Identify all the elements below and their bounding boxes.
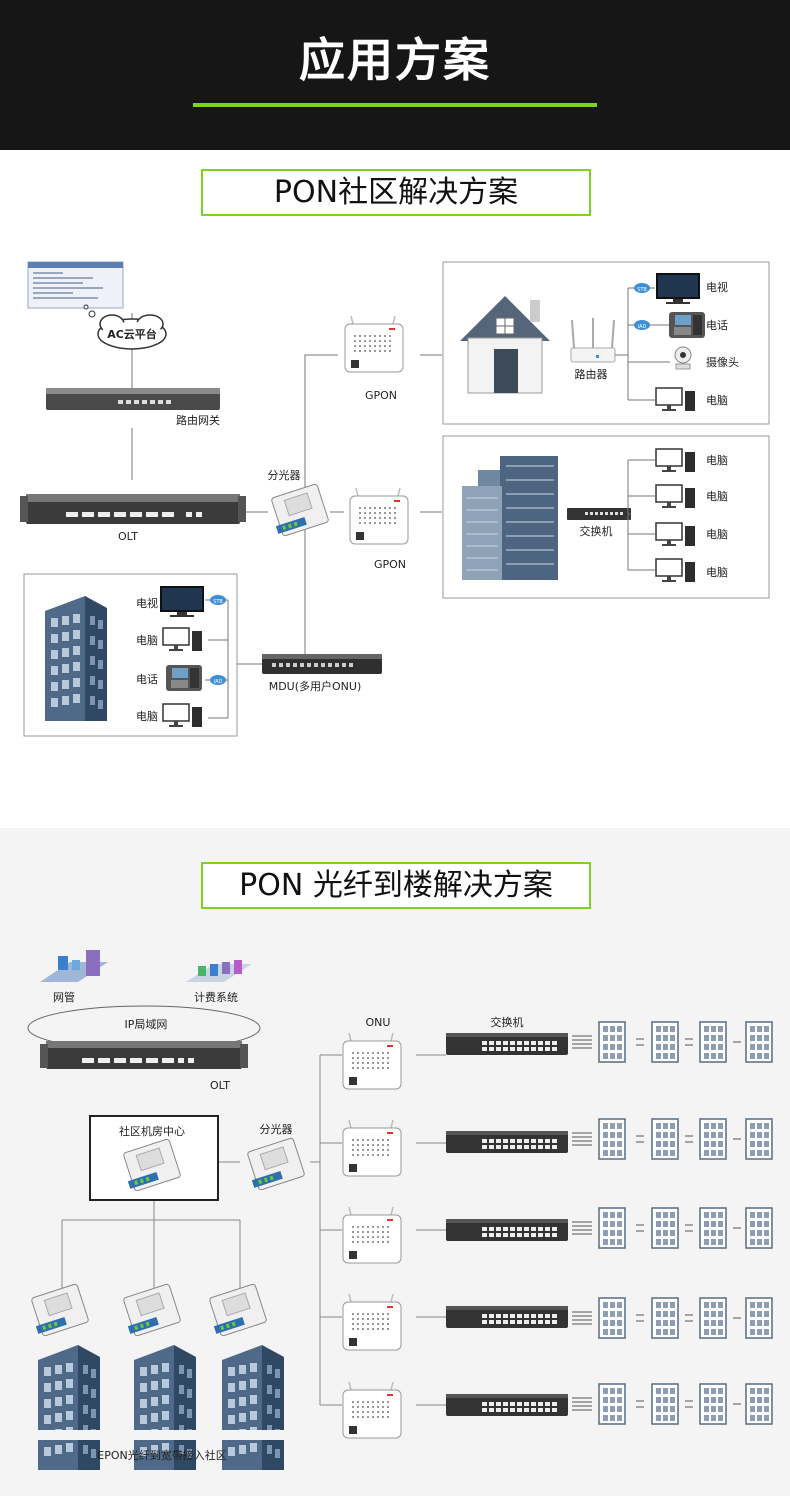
tower-building-icon [222,1345,284,1470]
tower-device-pc2: 电脑 [136,710,158,723]
office-building-icon [462,456,558,580]
switch-device [446,1131,568,1153]
tower-iad-tag: IAD [214,679,223,685]
section2-diagram: 网管 计费系统 IP局域网 OLT 社区机房中心 [0,950,790,1470]
community-center-label: 社区机房中心 [119,1124,185,1138]
house-icon [460,296,550,394]
onu-device [342,1293,402,1351]
community-center-box: 社区机房中心 [89,1115,219,1201]
bottom-caption: EPON光纤到宽带接入社区 [97,1448,226,1462]
ac-cloud-platform: AC云平台 [27,261,167,350]
router-gateway-label: 路由网关 [176,413,220,427]
network-management-icon: 网管 [40,950,108,1004]
billing-system-icon: 计费系统 [186,960,252,1004]
office-device-4: 电脑 [706,566,728,579]
tower-device-pc: 电脑 [136,634,158,647]
home-device-tv: 电视 [706,280,728,294]
tower-building-icon [45,596,107,721]
phone-icon [669,312,705,338]
page-header: 应用方案 [0,0,790,150]
building-row [572,1022,772,1062]
home-router-label: 路由器 [575,367,608,381]
onu-device [342,1381,402,1439]
home-device-camera: 摄像头 [706,355,739,369]
switch-device [446,1306,568,1328]
gpon-top-label: GPON [365,389,397,402]
section2-links [61,1054,446,1406]
section1-title: PON社区解决方案 [201,169,591,216]
phone-icon [166,665,202,691]
router-gateway: 路由网关 [46,388,220,427]
office-device-1: 电脑 [706,454,728,467]
office-device-2: 电脑 [706,490,728,503]
page-title: 应用方案 [299,33,491,87]
splitter-device: 分光器 [268,468,330,537]
olt-device: OLT [20,494,246,543]
gpon-top: GPON [344,315,404,402]
tower-device-tv: 电视 [136,596,158,610]
ac-cloud-label: AC云平台 [107,327,157,341]
switch-device [446,1219,568,1241]
building-row [572,1384,772,1424]
olt-label: OLT [118,530,138,543]
tower-building-icon [38,1345,100,1470]
tower-device-phone: 电话 [136,673,158,686]
splitter2-label: 分光器 [260,1122,293,1136]
office-device-3: 电脑 [706,528,728,541]
header-underline [193,103,597,107]
home-device-phone: 电话 [706,319,728,332]
building-row [572,1119,772,1159]
ip-lan-label: IP局域网 [125,1018,168,1031]
netmgmt-label: 网管 [53,990,75,1004]
building-row [572,1298,772,1338]
tower-network-box: STB IAD 电视 电脑 电话 电脑 [23,573,238,737]
gpon-mid: GPON [349,487,409,571]
billing-label: 计费系统 [194,991,238,1004]
olt-device-2: OLT [40,1041,248,1092]
office-switch-label: 交换机 [580,524,613,538]
office-network-box: 交换机 电脑 电脑 电脑 电脑 [442,435,770,599]
onu-device [342,1206,402,1264]
mdu-device: MDU(多用户ONU) [262,654,382,693]
splitter-device-2: 分光器 [246,1122,306,1191]
section1-diagram: AC云平台 路由网关 OLT 分光器 GPON [20,261,770,737]
home-router: 路由器 [570,318,616,381]
cloud-icon [83,304,167,350]
onu-label: ONU [366,1016,391,1029]
olt2-label: OLT [210,1079,230,1092]
splitter-label: 分光器 [268,468,301,482]
home-network-box: 路由器 STB IAD 电视 电话 摄 [442,261,770,425]
home-iad-tag: IAD [638,324,647,330]
home-stb-tag: STB [637,287,647,293]
onu-device [342,1119,402,1177]
gpon-mid-label: GPON [374,558,406,571]
switch-device [446,1033,568,1055]
building-row [572,1208,772,1248]
mdu-label: MDU(多用户ONU) [269,679,362,693]
office-switch: 交换机 [567,508,631,538]
section2-title: PON 光纤到楼解决方案 [201,862,591,909]
switch-label: 交换机 [491,1015,524,1029]
onu-device [342,1032,402,1090]
home-device-pc: 电脑 [706,394,728,407]
tower-stb-tag: STB [213,599,223,605]
camera-icon [674,346,692,370]
switch-device [446,1394,568,1416]
